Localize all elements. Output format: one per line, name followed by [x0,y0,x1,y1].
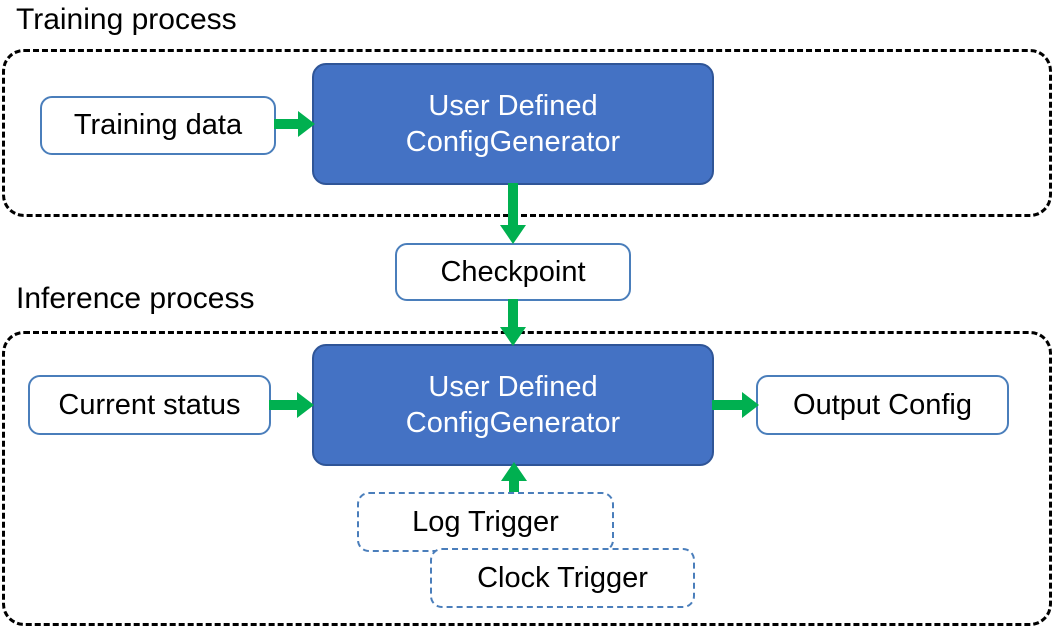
node-training-data-label: Training data [73,109,243,141]
node-training-generator-label-group: User Defined ConfigGenerator [406,88,620,160]
node-training-user-defined-configgenerator[interactable]: User Defined ConfigGenerator [312,63,714,185]
node-inference-generator-label-line1: User Defined [428,371,598,403]
node-inference-generator-label-group: User Defined ConfigGenerator [406,369,620,441]
node-inference-generator-label-line2: ConfigGenerator [405,407,621,439]
node-output-config-label: Output Config [793,388,972,421]
arrow-current-status-to-generator-icon [269,391,315,419]
node-clock-trigger[interactable]: Clock Trigger [430,548,695,608]
arrow-generator-to-checkpoint-icon [499,183,527,245]
arrow-generator-to-output-config-icon [712,391,760,419]
node-checkpoint[interactable]: Checkpoint [395,243,631,301]
node-current-status[interactable]: Current status [28,375,271,435]
inference-process-title: Inference process [16,282,255,315]
arrow-checkpoint-to-generator-icon [499,299,527,347]
node-log-trigger-label: Log Trigger [412,505,559,538]
node-training-generator-label-line1: User Defined [428,90,598,122]
node-training-data[interactable]: Training data [40,96,276,155]
node-checkpoint-label: Checkpoint [440,255,586,288]
node-inference-user-defined-configgenerator[interactable]: User Defined ConfigGenerator [312,344,714,466]
node-training-generator-label-line2: ConfigGenerator [405,126,621,158]
training-process-title: Training process [16,3,237,36]
node-current-status-label: Current status [58,388,241,421]
arrow-training-data-to-generator-icon [274,110,316,138]
inference-process-container [2,331,1052,626]
arrow-triggers-to-generator-icon [500,462,528,496]
node-output-config[interactable]: Output Config [756,375,1009,435]
node-log-trigger[interactable]: Log Trigger [357,492,614,552]
node-clock-trigger-label: Clock Trigger [477,561,648,594]
training-process-container [2,49,1052,217]
